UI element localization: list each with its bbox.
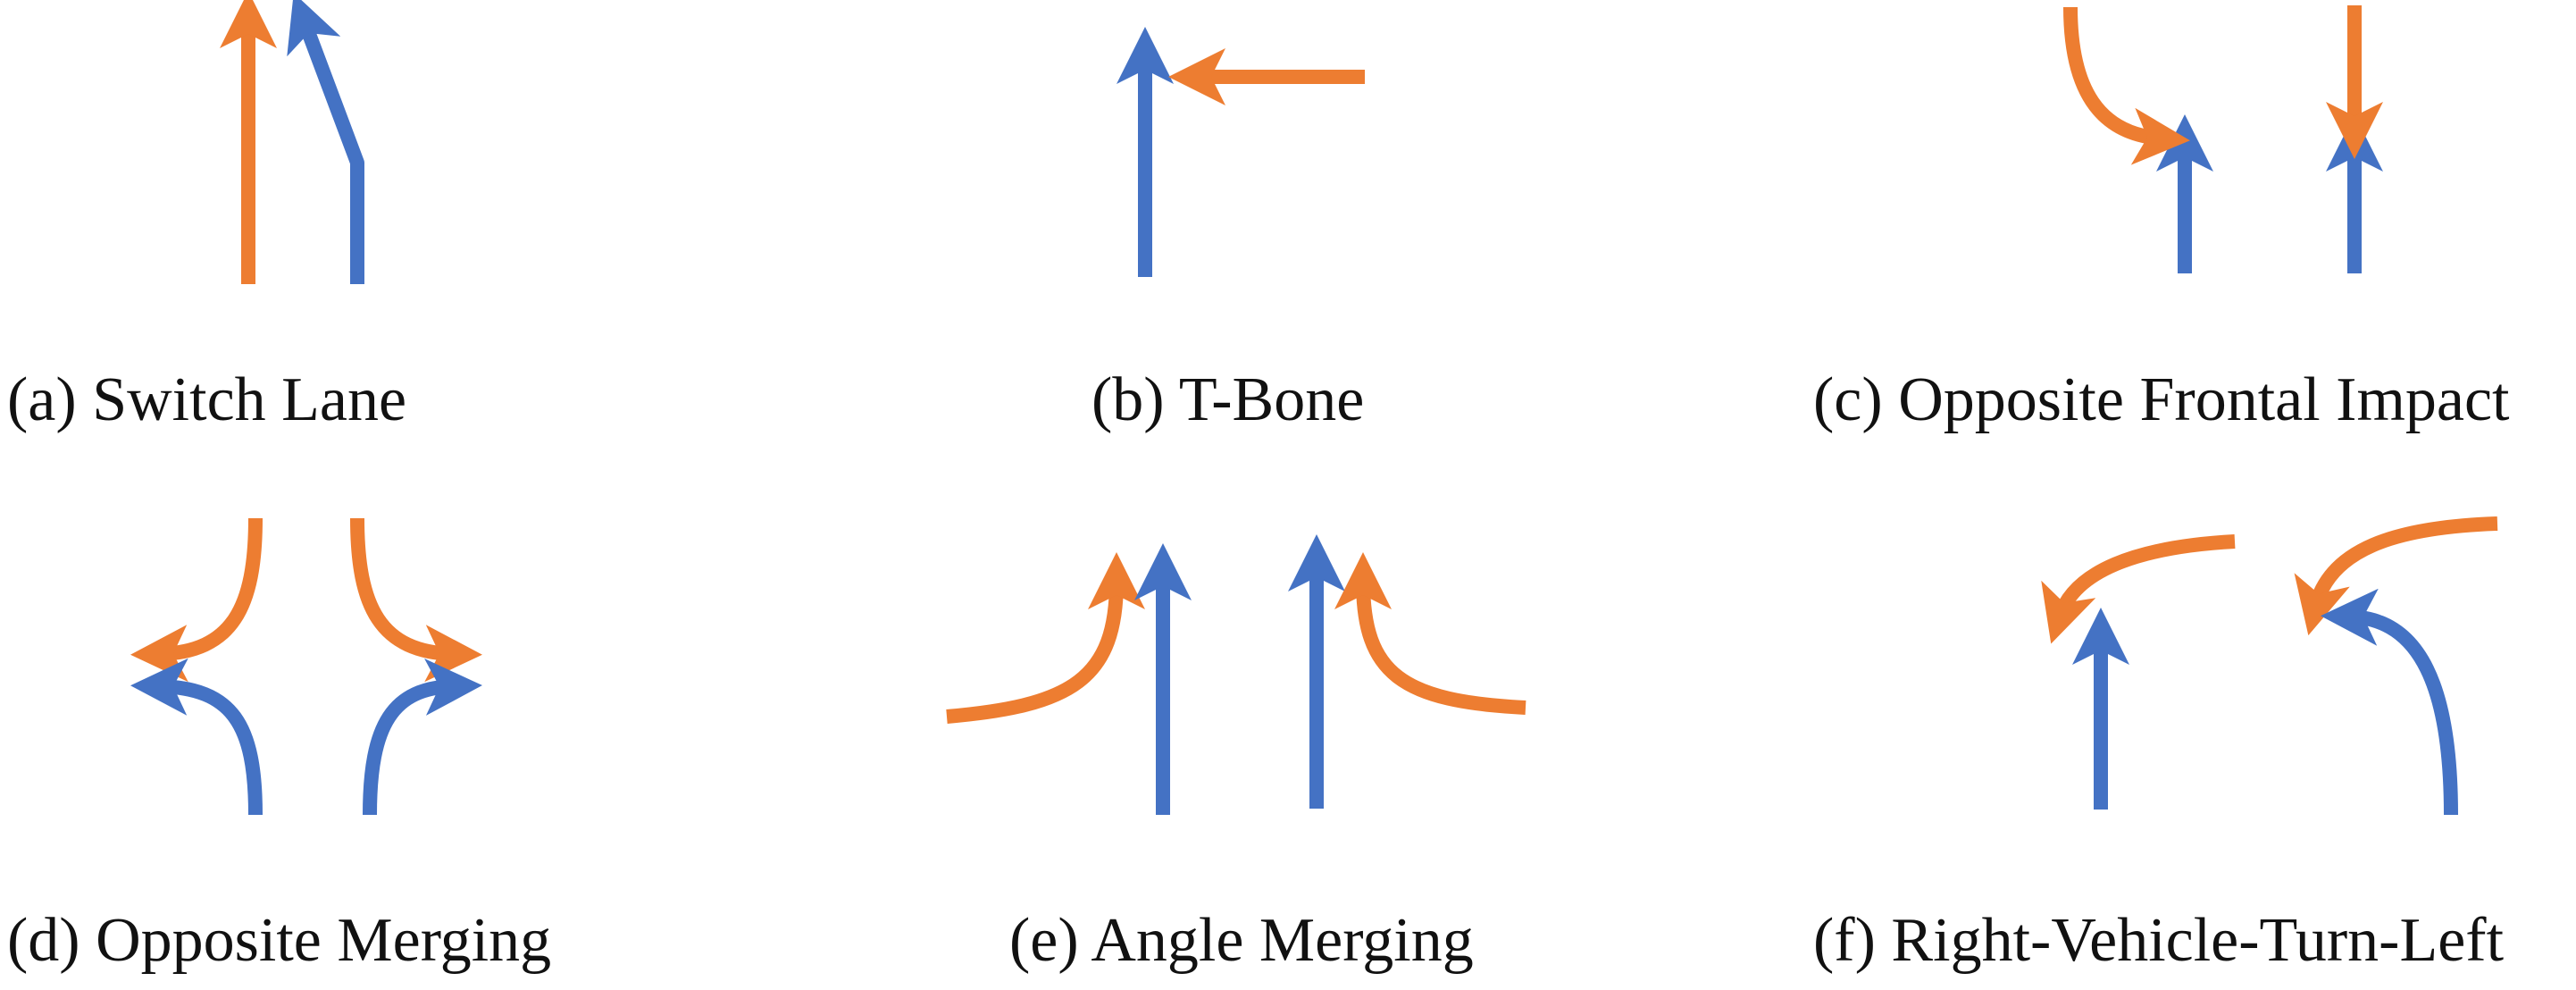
caption-c: (c) Opposite Frontal Impact <box>1813 365 2510 434</box>
other-vehicle-arrow-right <box>350 517 482 683</box>
ego-vehicle-turning-arrow <box>2321 588 2458 816</box>
other-vehicle-arrow-right <box>1334 552 1526 715</box>
panel-e-angle-merging: (e) Angle Merging <box>946 534 1526 975</box>
caption-f: (f) Right-Vehicle-Turn-Left <box>1813 906 2505 975</box>
panel-b-t-bone: (b) T-Bone <box>1091 27 1365 434</box>
other-vehicle-arrow-left <box>2041 534 2236 644</box>
caption-e: (e) Angle Merging <box>1009 906 1474 975</box>
other-vehicle-arrow-right <box>2294 516 2498 636</box>
panel-a-switch-lane: (a) Switch Lane <box>7 0 406 434</box>
panel-c-opposite-frontal-impact: (c) Opposite Frontal Impact <box>1813 5 2510 434</box>
other-vehicle-arrow-left <box>130 517 263 683</box>
ego-vehicle-lane-change-arrow <box>287 0 364 284</box>
caption-a: (a) Switch Lane <box>7 365 406 434</box>
panel-f-right-vehicle-turn-left: (f) Right-Vehicle-Turn-Left <box>1813 516 2505 975</box>
other-vehicle-turning-arrow <box>2063 6 2190 165</box>
caption-b: (b) T-Bone <box>1091 365 1364 434</box>
panel-d-opposite-merging: (d) Opposite Merging <box>7 517 551 975</box>
ego-vehicle-arrow-right <box>363 658 482 816</box>
other-vehicle-arrow-left <box>946 552 1145 724</box>
ego-vehicle-arrow-left <box>130 658 263 816</box>
caption-d: (d) Opposite Merging <box>7 906 551 975</box>
